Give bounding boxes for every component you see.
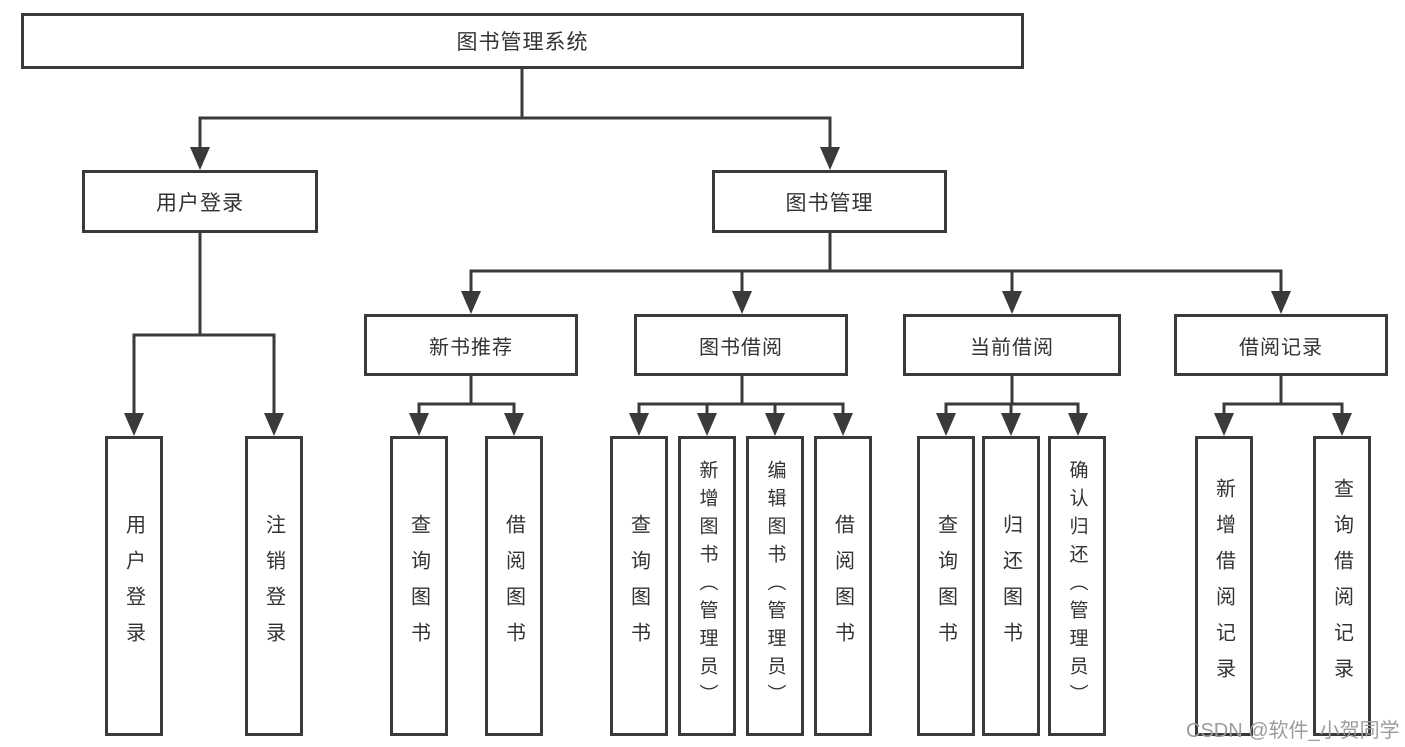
leaf-current-return-label: 归还图书 [999,514,1022,658]
node-borrow-records-label: 借阅记录 [1239,336,1323,359]
leaf-current-confirm-admin: 确认归还（管理员） [1048,436,1106,736]
leaf-newbooks-borrow: 借阅图书 [485,436,543,736]
node-book-management: 图书管理 [712,170,947,233]
leaf-borrow-book: 借阅图书 [814,436,872,736]
leaf-current-query: 查询图书 [917,436,975,736]
node-user-login: 用户登录 [82,170,318,233]
leaf-current-return: 归还图书 [982,436,1040,736]
node-book-borrow: 图书借阅 [634,314,848,376]
leaf-records-query-label: 查询借阅记录 [1330,478,1353,694]
leaf-newbooks-borrow-label: 借阅图书 [502,514,525,658]
leaf-records-add-label: 新增借阅记录 [1212,478,1235,694]
leaf-borrow-add-admin: 新增图书（管理员） [678,436,736,736]
node-root-label: 图书管理系统 [456,31,589,54]
leaf-user-login-label: 用户登录 [122,514,145,658]
node-new-book-recommend: 新书推荐 [364,314,578,376]
node-borrow-records: 借阅记录 [1174,314,1388,376]
leaf-newbooks-query-label: 查询图书 [407,514,430,658]
leaf-user-login: 用户登录 [105,436,163,736]
leaf-logout: 注销登录 [245,436,303,736]
leaf-records-query: 查询借阅记录 [1313,436,1371,736]
leaf-borrow-book-label: 借阅图书 [831,514,854,658]
leaf-newbooks-query: 查询图书 [390,436,448,736]
node-root: 图书管理系统 [21,13,1024,69]
leaf-borrow-query-label: 查询图书 [627,514,650,658]
leaf-current-confirm-admin-label: 确认归还（管理员） [1066,460,1088,712]
csdn-watermark: CSDN @软件_小贺同学 [1186,720,1400,742]
node-current-borrow-label: 当前借阅 [970,336,1054,359]
leaf-borrow-query: 查询图书 [610,436,668,736]
node-book-management-label: 图书管理 [785,191,874,215]
leaf-borrow-edit-admin-label: 编辑图书（管理员） [764,460,786,712]
node-current-borrow: 当前借阅 [903,314,1121,376]
node-new-book-recommend-label: 新书推荐 [429,336,513,359]
leaf-current-query-label: 查询图书 [934,514,957,658]
leaf-records-add: 新增借阅记录 [1195,436,1253,736]
leaf-borrow-add-admin-label: 新增图书（管理员） [696,460,718,712]
node-user-login-label: 用户登录 [156,191,244,215]
leaf-borrow-edit-admin: 编辑图书（管理员） [746,436,804,736]
arrowhead-icons [124,147,1352,436]
node-book-borrow-label: 图书借阅 [699,336,783,359]
leaf-logout-label: 注销登录 [262,514,285,658]
